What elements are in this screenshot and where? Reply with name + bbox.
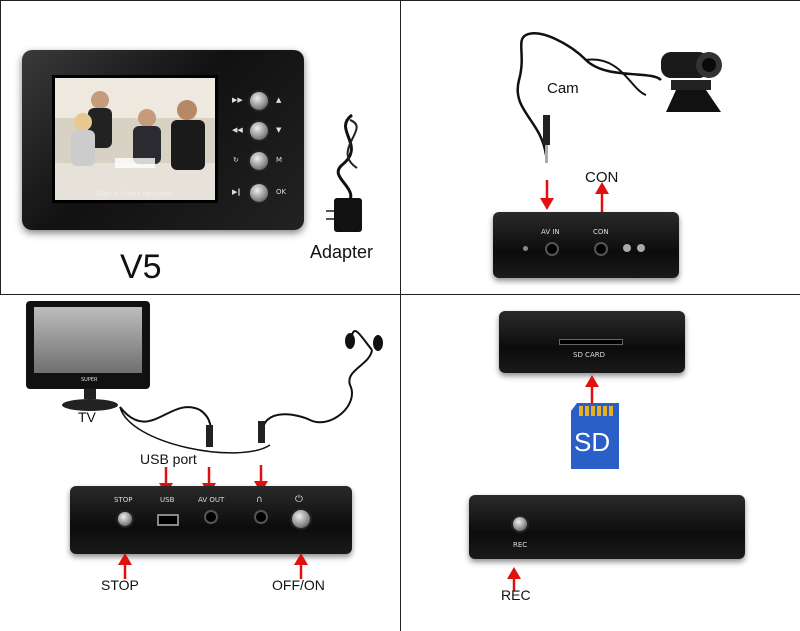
avout-port[interactable] [204, 510, 218, 524]
dvr-device: Digital Video Recorder ▶▶ ▲ ◀◀ ▼ ↻ M ▶‖ … [22, 50, 304, 230]
outer-border-top [0, 0, 800, 1]
ff-icon: ▶▶ [232, 96, 243, 104]
arrow-down-avin [540, 180, 554, 210]
rec-label: REC [501, 587, 531, 603]
panel-camera: Cam CON AV IN CON [401, 0, 800, 294]
vertical-divider [400, 0, 401, 631]
panel-dvr: Digital Video Recorder ▶▶ ▲ ◀◀ ▼ ↻ M ▶‖ … [0, 0, 400, 294]
usb-port-text: USB [160, 496, 175, 504]
avin-port-label: AV IN [541, 228, 560, 236]
adapter-icon [326, 113, 362, 232]
tv-bezel-text: SUPER [81, 377, 98, 383]
play-icon: ▶‖ [232, 188, 241, 196]
switch-2[interactable] [637, 244, 645, 252]
panel-sd-rec: SD CARD SD REC REC [401, 295, 800, 631]
rotate-icon: ↻ [233, 156, 239, 164]
arrow-up-con [595, 182, 609, 212]
outer-border-left [0, 0, 1, 295]
dvr-side-rec: REC [469, 495, 745, 559]
dvr-screen: Digital Video Recorder [52, 75, 218, 203]
switch-1[interactable] [623, 244, 631, 252]
tv-monitor: SUPER [26, 301, 150, 389]
usb-port-label: USB port [140, 451, 197, 467]
panel-connections: SUPER TV USB port STOP USB AV OUT ∩ ⏻ [0, 295, 400, 631]
sd-card-icon [571, 403, 619, 469]
fast-forward-button[interactable] [248, 90, 270, 112]
tv-label: TV [78, 409, 96, 425]
sd-slot-label: SD CARD [573, 351, 605, 359]
sd-card-text: SD [574, 427, 611, 457]
stop-button[interactable] [116, 510, 134, 528]
arrow-up-power [294, 553, 308, 579]
screen-caption: Digital Video Recorder [95, 190, 175, 198]
horizontal-divider [0, 294, 800, 295]
arrow-up-rec [507, 567, 521, 591]
con-port[interactable] [594, 242, 608, 256]
power-icon: ⏻ [295, 494, 303, 505]
m-icon: M [276, 156, 283, 164]
con-port-label: CON [593, 228, 609, 236]
rewind-button[interactable] [248, 120, 270, 142]
ok-icon: OK [276, 188, 287, 196]
avout-port-label: AV OUT [198, 496, 225, 504]
headphone-port[interactable] [254, 510, 268, 524]
dvr-side-ports: STOP USB AV OUT ∩ ⏻ [70, 486, 352, 554]
adapter-label: Adapter [310, 242, 374, 262]
model-name: V5 [120, 248, 162, 286]
rew-icon: ◀◀ [232, 126, 243, 134]
dvr-side-avin: AV IN CON [493, 212, 679, 278]
arrow-up-sd [585, 375, 599, 403]
sd-slot[interactable] [559, 339, 623, 345]
play-pause-button[interactable] [248, 182, 270, 204]
connection-cables [119, 330, 383, 454]
tv-stand [62, 389, 118, 411]
bullet-camera-icon [661, 52, 722, 112]
avin-port[interactable] [545, 242, 559, 256]
con-label: CON [585, 169, 619, 186]
meeting-photo [55, 78, 215, 200]
usb-port[interactable] [157, 514, 179, 526]
led-indicator [523, 246, 528, 251]
arrow-up-stop [118, 553, 132, 579]
rec-button[interactable] [511, 515, 529, 533]
offon-label: OFF/ON [272, 577, 325, 593]
rotate-button[interactable] [248, 150, 270, 172]
stop-port-label: STOP [114, 496, 133, 504]
up-icon: ▲ [276, 96, 282, 104]
power-button[interactable] [290, 508, 312, 530]
dvr-side-sd: SD CARD [499, 311, 685, 373]
cam-label: Cam [547, 80, 579, 97]
camera-cable [516, 32, 662, 163]
rec-port-label: REC [513, 541, 528, 549]
down-icon: ▼ [276, 126, 282, 134]
headphone-icon: ∩ [256, 495, 263, 505]
stop-label: STOP [101, 577, 139, 593]
tv-screen [34, 307, 142, 373]
